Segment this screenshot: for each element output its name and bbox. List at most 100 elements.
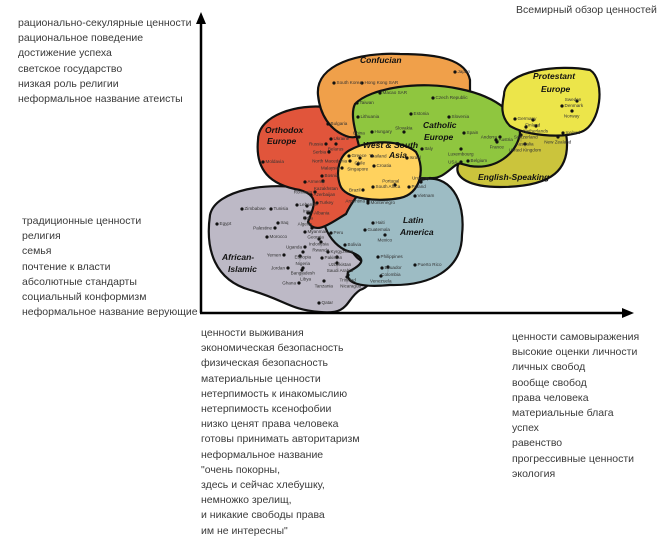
- country-marker: [531, 118, 535, 122]
- country-marker: [345, 275, 349, 279]
- country-label: Australia: [516, 142, 534, 147]
- list-item: вообще свобод: [512, 376, 587, 389]
- country-label: Uruguay: [412, 176, 430, 181]
- list-item: им не интересны": [201, 524, 288, 537]
- region-label-protestant: Protestant: [533, 71, 576, 81]
- country-marker: [466, 159, 470, 163]
- country-label: Slovakia: [395, 126, 413, 131]
- country-marker: [240, 207, 244, 211]
- country-marker: [282, 253, 286, 257]
- country-marker: [370, 154, 374, 158]
- region-label-latin-2: America: [399, 227, 434, 237]
- list-item: рациональное поведение: [18, 32, 144, 45]
- list-item: права человека: [512, 391, 589, 404]
- country-marker: [361, 188, 365, 192]
- country-label: Ecuador: [385, 265, 403, 270]
- country-label: Trinidad: [340, 278, 357, 283]
- country-label: Serbia: [313, 150, 327, 155]
- country-label: Qatar: [322, 300, 334, 305]
- country-marker: [329, 137, 333, 141]
- region-label-english: English-Speaking: [478, 172, 550, 182]
- list-item: успех: [512, 422, 539, 435]
- country-marker: [356, 115, 360, 119]
- country-marker: [303, 180, 307, 184]
- region-label-african-2: Islamic: [228, 264, 257, 274]
- country-label: Andorra: [481, 135, 498, 140]
- country-marker: [355, 101, 359, 105]
- country-label: Montenegro: [371, 200, 396, 205]
- country-label: Albania: [314, 211, 330, 216]
- list-item: прогрессивные ценности: [512, 452, 635, 465]
- country-marker: [303, 216, 307, 220]
- country-marker: [405, 156, 409, 160]
- country-label: Ethiopia: [294, 255, 311, 260]
- country-marker: [309, 193, 313, 197]
- country-label: Tanzania: [315, 284, 334, 289]
- country-marker: [407, 185, 411, 189]
- country-label: Thailand: [369, 154, 387, 159]
- secular-rational-values-list: рационально-секулярные ценности рационал…: [18, 16, 191, 107]
- list-item: экология: [512, 467, 556, 480]
- country-marker: [326, 250, 330, 254]
- country-marker: [371, 221, 375, 225]
- country-marker: [286, 266, 290, 270]
- list-item: материальные ценности: [201, 372, 321, 385]
- country-marker: [356, 162, 360, 166]
- list-item: почтение к власти: [22, 260, 111, 273]
- country-label: Denmark: [565, 103, 584, 108]
- country-label: USA: [448, 160, 458, 165]
- country-label: Vietnam: [418, 193, 435, 198]
- country-marker: [462, 131, 466, 135]
- country-marker: [513, 117, 517, 121]
- list-item: низкая роль религии: [18, 77, 119, 90]
- country-marker: [372, 164, 376, 168]
- region-label-protestant-2: Europe: [541, 84, 571, 94]
- country-label: South Africa: [376, 184, 401, 189]
- country-label: Israel: [410, 155, 421, 160]
- region-label-latin: Latin: [403, 215, 423, 225]
- country-label: Hungary: [375, 129, 393, 134]
- country-label: Saudi Arabia: [327, 268, 353, 273]
- country-marker: [447, 115, 451, 119]
- country-label: Zimbabwe: [245, 206, 267, 211]
- country-marker: [570, 109, 574, 113]
- country-label: Bolivia: [348, 242, 362, 247]
- country-label: Norway: [564, 114, 580, 119]
- country-marker: [357, 135, 361, 139]
- country-label: Iceland: [566, 130, 581, 135]
- country-label: China: [353, 131, 365, 136]
- country-marker: [322, 279, 326, 283]
- country-label: Portugal: [382, 178, 399, 183]
- country-label: Slovenia: [452, 114, 470, 119]
- country-marker: [431, 96, 435, 100]
- country-marker: [332, 81, 336, 85]
- country-label: Argentina: [345, 199, 365, 204]
- country-label: Azerbaijan: [314, 192, 336, 197]
- country-marker: [303, 230, 307, 234]
- country-label: Poland: [412, 184, 427, 189]
- country-marker: [379, 274, 383, 278]
- country-marker: [360, 81, 364, 85]
- country-marker: [383, 233, 387, 237]
- country-label: Egypt: [220, 221, 232, 226]
- country-marker: [301, 250, 305, 254]
- region-label-wsa: West & South: [363, 140, 418, 150]
- country-marker: [402, 130, 406, 134]
- country-marker: [409, 112, 413, 116]
- country-label: Estonia: [414, 111, 430, 116]
- country-label: Malaysia: [321, 166, 340, 171]
- list-item: неформальное название: [201, 448, 324, 461]
- region-label-african: African-: [221, 252, 254, 262]
- country-label: France: [490, 145, 505, 150]
- country-marker: [556, 135, 560, 139]
- country-marker: [378, 91, 382, 95]
- country-label: Singapore: [347, 167, 368, 172]
- list-item: религия: [22, 230, 61, 243]
- country-label: Colombia: [381, 272, 401, 277]
- country-label: Bangladesh: [291, 271, 316, 276]
- country-marker: [575, 99, 579, 103]
- list-item: социальный конформизм: [22, 291, 147, 304]
- country-marker: [335, 261, 339, 265]
- country-label: North Macedonia: [312, 159, 347, 164]
- list-item: светское государство: [18, 62, 123, 75]
